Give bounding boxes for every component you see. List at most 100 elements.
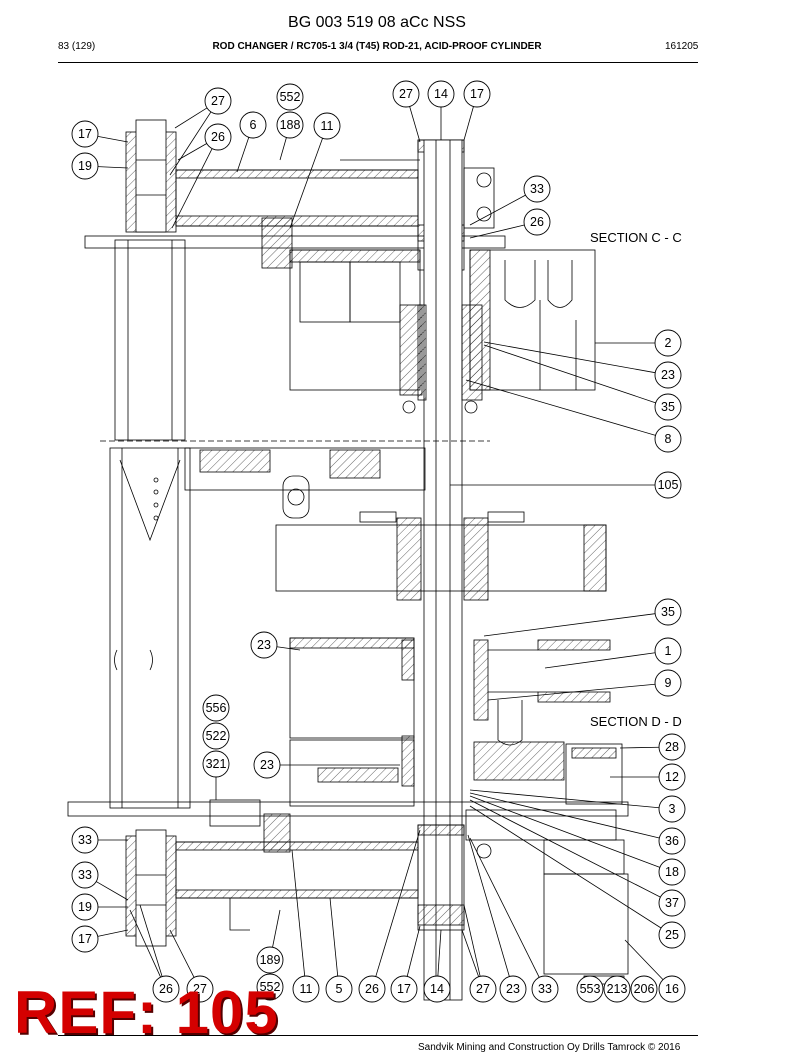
callout-balloon bbox=[276, 83, 304, 111]
callout-balloon bbox=[256, 946, 284, 974]
callout-number: 18 bbox=[665, 865, 679, 879]
callout-321: 321 bbox=[202, 750, 230, 800]
callout-number: 1 bbox=[665, 644, 672, 658]
callout-leader-line bbox=[329, 897, 339, 977]
callout-balloon bbox=[256, 973, 284, 1001]
page-number: 83 (129) bbox=[58, 41, 96, 52]
callout-balloon bbox=[71, 826, 99, 854]
callout-9: 9 bbox=[487, 669, 682, 701]
callout-26: 26 bbox=[171, 123, 232, 229]
callout-number: 25 bbox=[665, 928, 679, 942]
callout-number: 33 bbox=[530, 182, 544, 196]
callout-leader-line bbox=[97, 166, 129, 169]
callout-12: 12 bbox=[610, 763, 686, 791]
callout-leader-line bbox=[487, 683, 656, 701]
callout-leader-line bbox=[463, 106, 474, 141]
callout-balloon bbox=[654, 425, 682, 453]
callout-number: 33 bbox=[538, 982, 552, 996]
callout-number: 9 bbox=[665, 676, 672, 690]
callout-balloon bbox=[392, 80, 420, 108]
callout-33: 33 bbox=[469, 837, 559, 1003]
callout-number: 26 bbox=[211, 130, 225, 144]
callout-23: 23 bbox=[483, 341, 682, 389]
callout-balloon bbox=[576, 975, 604, 1003]
lower-base-plate bbox=[67, 801, 629, 817]
callout-leader-line bbox=[469, 805, 662, 929]
callout-number: 33 bbox=[78, 868, 92, 882]
callout-8: 8 bbox=[465, 379, 682, 453]
callout-leader-line bbox=[467, 834, 510, 977]
callout-number: 5 bbox=[336, 982, 343, 996]
callout-number: 23 bbox=[506, 982, 520, 996]
callout-189: 189 bbox=[256, 909, 284, 974]
callout-balloon bbox=[239, 111, 267, 139]
callout-19: 19 bbox=[71, 893, 128, 921]
callout-number: 26 bbox=[365, 982, 379, 996]
callout-number: 33 bbox=[78, 833, 92, 847]
callout-leader-line bbox=[406, 925, 421, 977]
callout-23: 23 bbox=[253, 751, 400, 779]
callout-number: 27 bbox=[476, 982, 490, 996]
callout-balloon bbox=[523, 175, 551, 203]
callout-1: 1 bbox=[544, 637, 682, 669]
document-id: BG 003 519 08 aCc NSS bbox=[288, 14, 466, 31]
callout-number: 27 bbox=[211, 94, 225, 108]
callout-number: 28 bbox=[665, 740, 679, 754]
callout-11: 11 bbox=[291, 849, 320, 1003]
callout-number: 17 bbox=[78, 932, 92, 946]
callout-balloon bbox=[202, 722, 230, 750]
lower-gripper-body bbox=[289, 637, 415, 739]
header-rule bbox=[58, 62, 698, 63]
callout-leader-line bbox=[97, 929, 129, 937]
document-title: ROD CHANGER / RC705-1 3/4 (T45) ROD-21, … bbox=[212, 41, 542, 52]
callout-leader-line bbox=[276, 646, 301, 651]
callout-leader-line bbox=[177, 143, 207, 161]
callout-105: 105 bbox=[450, 471, 682, 499]
callout-leader-line bbox=[483, 344, 656, 404]
section-c-label: SECTION C - C bbox=[590, 230, 682, 245]
callout-26: 26 bbox=[358, 829, 421, 1003]
callout-188: 188 bbox=[276, 111, 304, 161]
callout-number: 27 bbox=[399, 87, 413, 101]
callout-33: 33 bbox=[469, 175, 551, 226]
callout-16: 16 bbox=[624, 939, 686, 1003]
callout-balloon bbox=[658, 921, 686, 949]
callout-balloon bbox=[186, 975, 214, 1003]
callout-27: 27 bbox=[169, 929, 214, 1003]
callout-number: 206 bbox=[634, 982, 655, 996]
callout-balloon bbox=[658, 795, 686, 823]
callout-leader-line bbox=[272, 909, 281, 948]
callout-5: 5 bbox=[325, 897, 353, 1003]
callout-balloon bbox=[654, 361, 682, 389]
callout-33: 33 bbox=[71, 861, 129, 901]
callout-number: 552 bbox=[260, 980, 281, 994]
callout-balloon bbox=[313, 112, 341, 140]
callout-balloon bbox=[654, 329, 682, 357]
callout-leader-line bbox=[129, 909, 161, 978]
callout-552: 552 bbox=[256, 973, 284, 1001]
callout-balloon bbox=[71, 925, 99, 953]
callout-leader-line bbox=[289, 138, 323, 229]
callout-leader-line bbox=[469, 792, 660, 839]
callout-balloon bbox=[390, 975, 418, 1003]
callout-number: 11 bbox=[300, 982, 313, 996]
callout-leader-line bbox=[96, 881, 129, 901]
callout-number: 188 bbox=[280, 118, 301, 132]
lower-arm bbox=[175, 841, 419, 899]
callout-balloon bbox=[658, 763, 686, 791]
callout-leader-line bbox=[169, 929, 195, 978]
callout-11: 11 bbox=[289, 112, 341, 229]
callout-number: 11 bbox=[321, 119, 334, 133]
callout-number: 14 bbox=[430, 982, 444, 996]
callout-556: 556 bbox=[202, 694, 230, 722]
callout-leader-line bbox=[279, 137, 287, 161]
callout-leader-line bbox=[483, 613, 656, 637]
callout-leader-line bbox=[409, 106, 421, 143]
callout-leader-line bbox=[469, 837, 540, 978]
callout-17: 17 bbox=[71, 925, 129, 953]
callout-balloon bbox=[202, 694, 230, 722]
callout-27: 27 bbox=[169, 87, 232, 176]
callout-balloon bbox=[654, 393, 682, 421]
callout-27: 27 bbox=[461, 904, 497, 1003]
callout-number: 189 bbox=[260, 953, 281, 967]
